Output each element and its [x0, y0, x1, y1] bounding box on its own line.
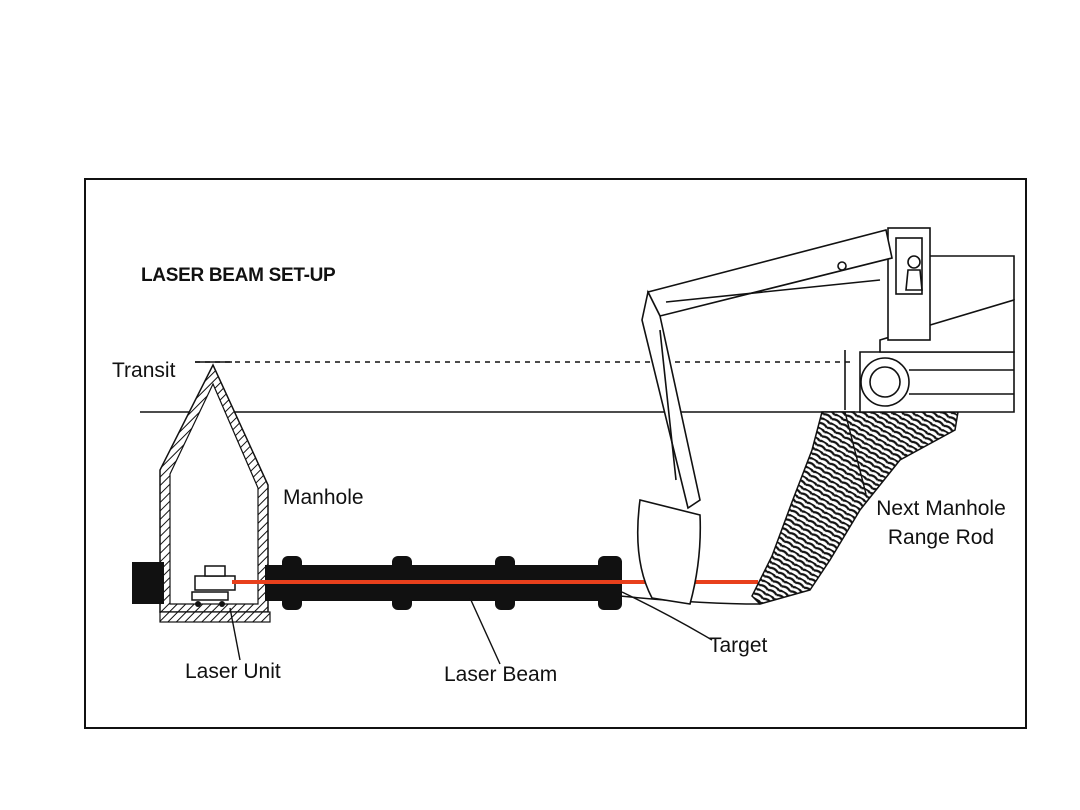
manhole-label: Manhole [283, 486, 364, 509]
leader-lines [229, 411, 867, 665]
laser-unit-device [191, 565, 236, 607]
manhole-shape [159, 363, 271, 623]
excavator [636, 227, 1015, 605]
laser-unit-label: Laser Unit [185, 660, 281, 683]
diagram-title: LASER BEAM SET-UP [141, 265, 336, 286]
laser-beam-label: Laser Beam [444, 663, 558, 686]
range-rod-label: Range Rod [887, 526, 995, 549]
trench-soil [619, 411, 959, 605]
next-manhole-label: Next Manhole [876, 497, 1006, 520]
target-label: Target [709, 634, 768, 657]
transit-label: Transit [112, 359, 176, 382]
reference-lines [140, 361, 855, 413]
